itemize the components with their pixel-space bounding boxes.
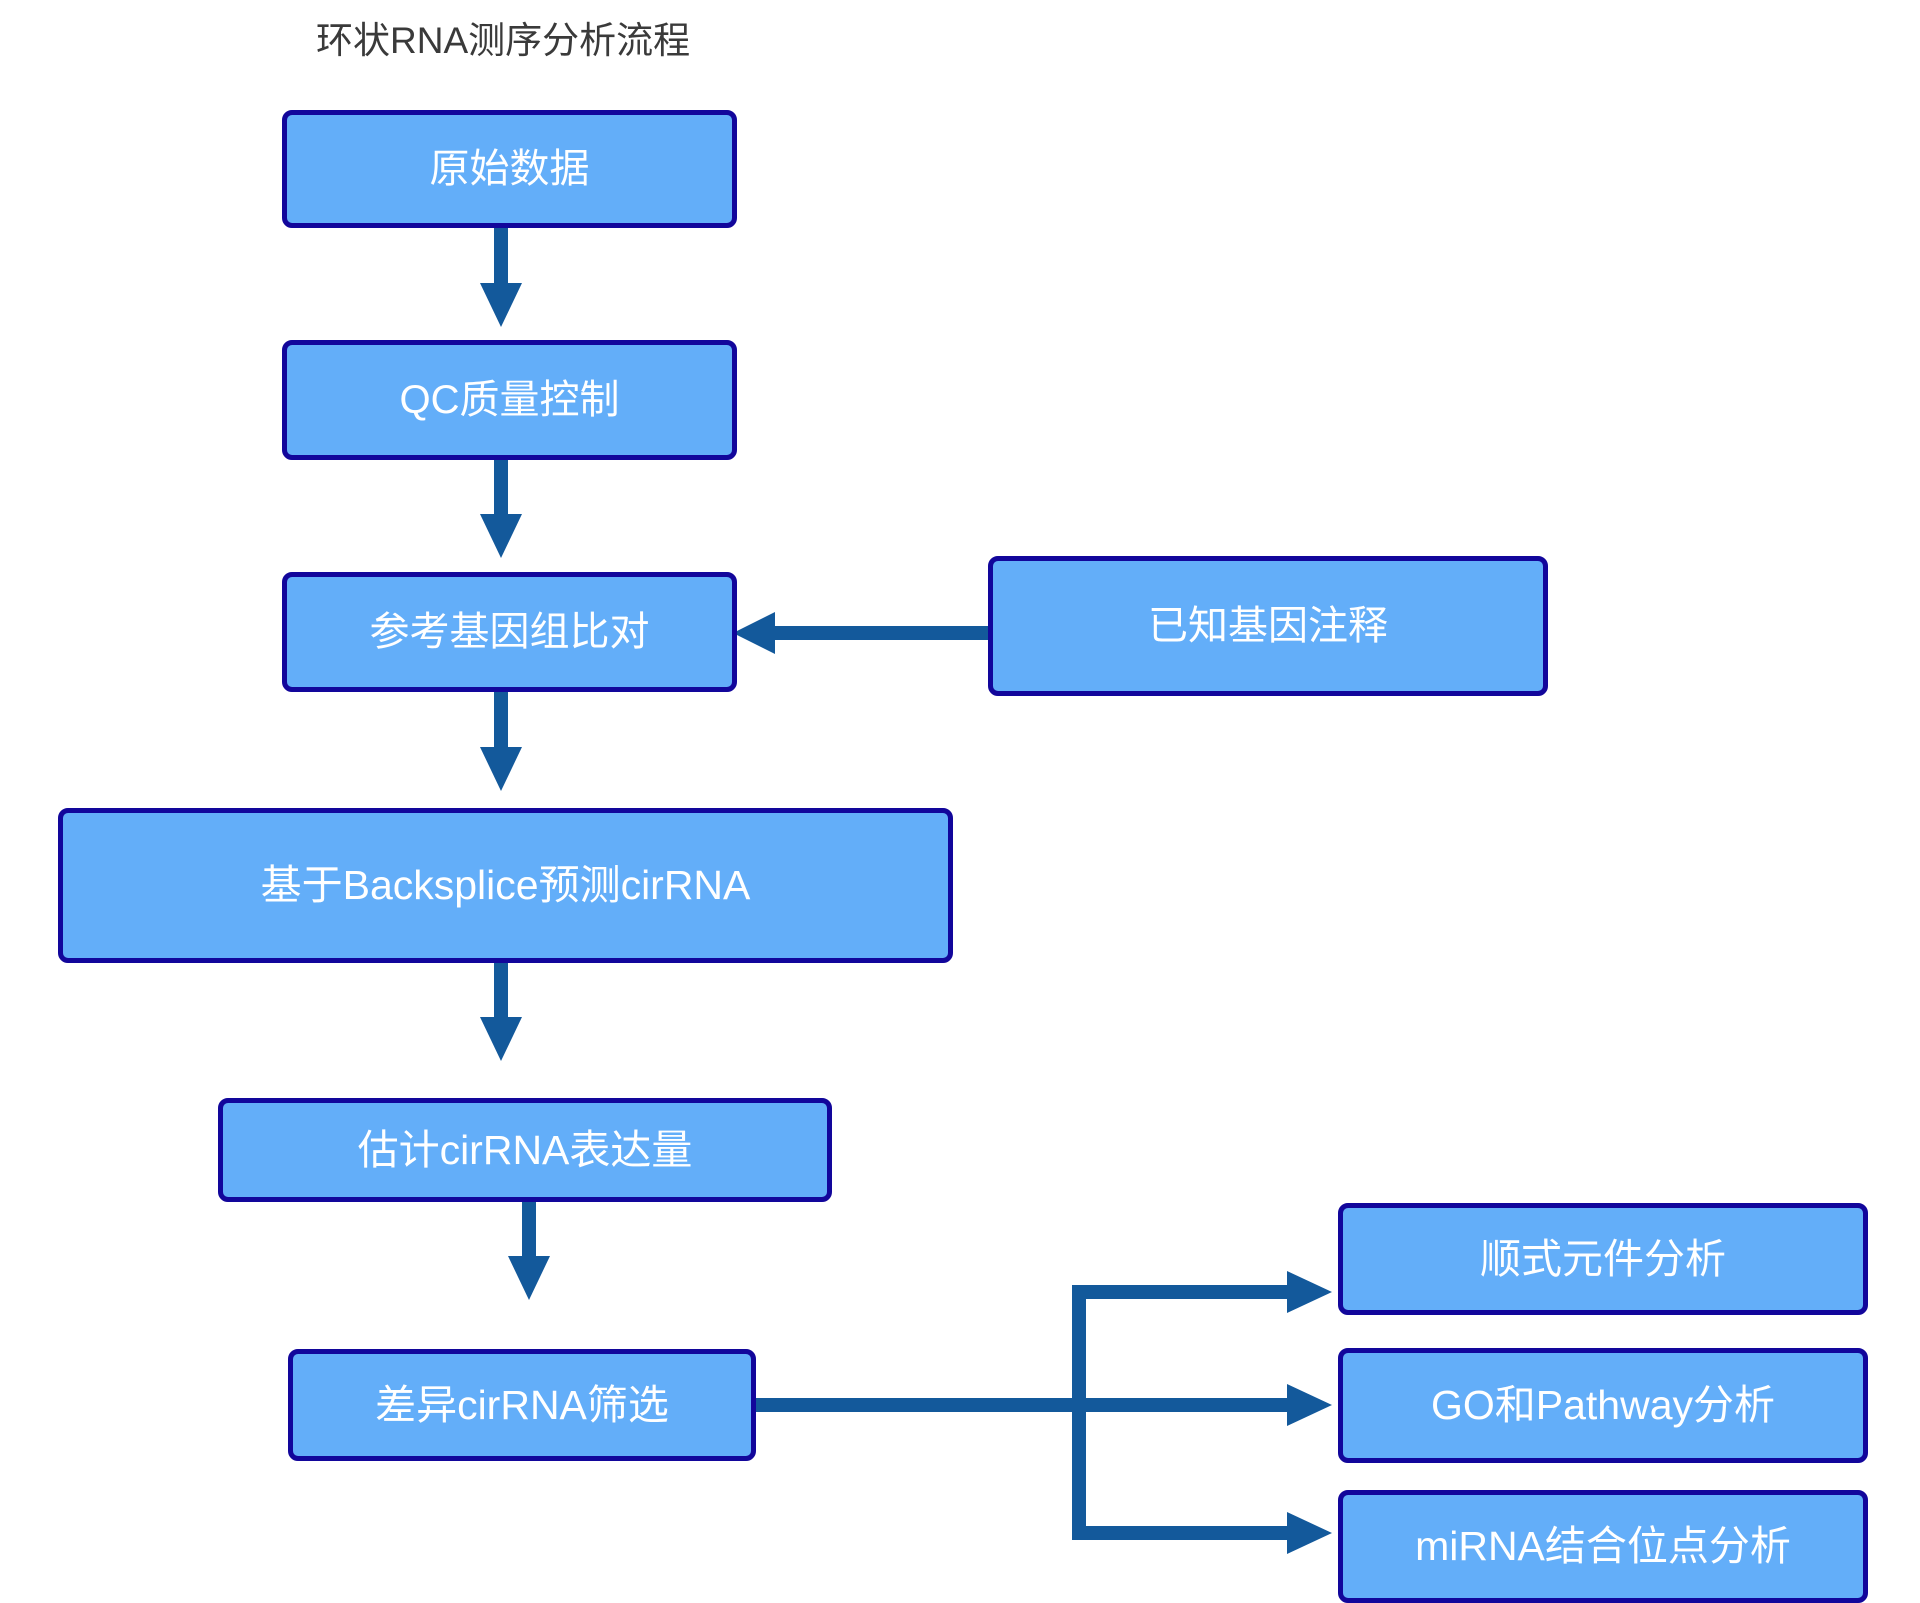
edge-raw-data-to-qc — [480, 228, 522, 327]
edge-diff-to-go-pathway — [1072, 1384, 1332, 1426]
edge-known-gene-to-align — [733, 612, 990, 654]
node-align[interactable]: 参考基因组比对 — [282, 572, 737, 692]
node-cis-element-label: 顺式元件分析 — [1480, 1235, 1726, 1282]
node-mirna-site-label: miRNA结合位点分析 — [1415, 1523, 1791, 1569]
edge-expression-to-diff — [508, 1201, 550, 1300]
node-go-pathway-label: GO和Pathway分析 — [1430, 1382, 1776, 1428]
node-known-gene-label: 已知基因注释 — [1148, 604, 1388, 648]
node-mirna-site[interactable]: miRNA结合位点分析 — [1338, 1490, 1868, 1603]
node-diff[interactable]: 差异cirRNA筛选 — [288, 1349, 756, 1461]
edge-qc-to-align — [480, 459, 522, 558]
node-go-pathway[interactable]: GO和Pathway分析 — [1338, 1348, 1868, 1463]
node-diff-label: 差异cirRNA筛选 — [375, 1381, 669, 1428]
node-align-label: 参考基因组比对 — [369, 610, 650, 654]
edge-diff-to-mirna-site — [1072, 1512, 1332, 1554]
node-expression-label: 估计cirRNA表达量 — [357, 1126, 693, 1173]
node-raw-data-label: 原始数据 — [429, 147, 590, 191]
node-cis-element[interactable]: 顺式元件分析 — [1338, 1203, 1868, 1315]
edge-align-to-backsplice — [480, 692, 522, 791]
node-backsplice[interactable]: 基于Backsplice预测cirRNA — [58, 808, 953, 963]
node-raw-data[interactable]: 原始数据 — [282, 110, 737, 228]
page-title: 环状RNA测序分析流程 — [316, 20, 691, 61]
edge-diff-to-cis-element — [1072, 1271, 1332, 1313]
node-known-gene[interactable]: 已知基因注释 — [988, 556, 1548, 696]
edge-backsplice-to-expression — [480, 962, 522, 1061]
node-backsplice-label: 基于Backsplice预测cirRNA — [260, 862, 751, 908]
edge-diff-branch-trunk — [756, 1285, 1086, 1540]
node-expression[interactable]: 估计cirRNA表达量 — [218, 1098, 832, 1202]
node-qc-label: QC质量控制 — [399, 378, 620, 422]
node-qc[interactable]: QC质量控制 — [282, 340, 737, 460]
